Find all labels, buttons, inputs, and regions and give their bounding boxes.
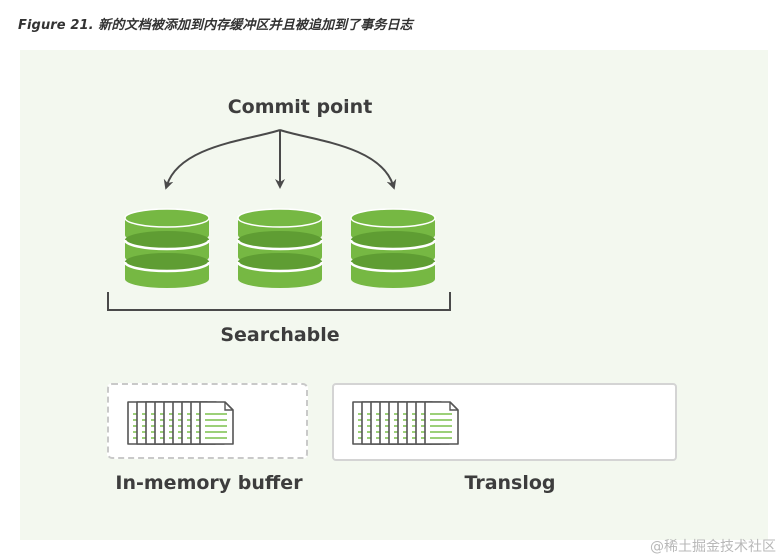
translog-box — [332, 383, 677, 461]
translog-label: Translog — [464, 472, 556, 494]
diagram-panel: Commit point Searchable In-memory buffer… — [20, 50, 768, 540]
segment-1-icon — [123, 208, 211, 288]
arrow-left — [163, 129, 281, 190]
searchable-label: Searchable — [220, 324, 340, 346]
figure-caption: Figure 21. 新的文档被添加到内存缓冲区并且被追加到了事务日志 — [18, 18, 413, 33]
translog-doc-stack — [352, 401, 459, 445]
segment-3-icon — [349, 208, 437, 288]
buffer-doc-9-icon — [199, 401, 234, 445]
watermark: @稀土掘金技术社区 — [650, 539, 776, 555]
segments-group — [123, 208, 437, 288]
in-memory-buffer-label: In-memory buffer — [115, 472, 303, 494]
segment-2-icon — [236, 208, 324, 288]
diagram-graphics — [107, 129, 459, 445]
buffer-doc-stack — [127, 401, 234, 445]
commit-arrows — [163, 129, 397, 190]
arrow-right — [279, 129, 397, 190]
translog-doc-9-icon — [424, 401, 459, 445]
commit-point-label: Commit point — [227, 96, 373, 118]
searchable-bracket — [107, 292, 451, 311]
